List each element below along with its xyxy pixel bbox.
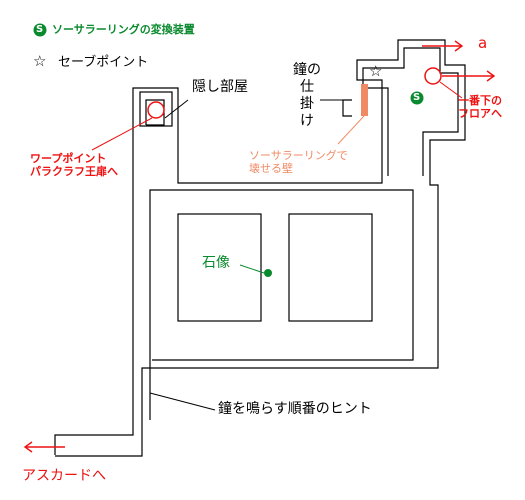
converter-symbol-map: S — [413, 92, 421, 103]
breakable-wall-label: ソーサラーリングで 壊せる壁 — [249, 149, 348, 175]
bell-mechanism-line3: 掛 — [300, 96, 314, 112]
to-ascard-arrowhead — [23, 441, 33, 453]
next-floor-arrowhead — [486, 70, 496, 82]
next-floor-line2: フロアへ — [458, 107, 502, 120]
breakable-wall-line1: ソーサラーリングで — [249, 149, 348, 162]
bell-mechanism-line2: 仕 — [300, 79, 314, 95]
bell-mechanism-label: 鐘の 仕 掛 け — [293, 62, 321, 130]
legend-converter-symbol: S — [36, 24, 44, 35]
bell-hint-label: 鐘を鳴らす順番のヒント — [218, 401, 372, 417]
exit-a-label: a — [478, 34, 488, 52]
bell-mechanism-bracket — [342, 99, 352, 117]
next-floor-leader — [439, 81, 463, 99]
warp-point-label: ワープポイント パラクラフ王扉へ — [30, 152, 118, 178]
legend-converter-label: ソーサラーリングの変換装置 — [52, 23, 195, 36]
next-floor-line1: 一番下の — [458, 94, 502, 107]
statue-label: 石像 — [202, 255, 230, 271]
to-ascard-label: アスカードへ — [22, 468, 106, 484]
legend-savepoint-icon: ☆ — [33, 52, 47, 70]
converter-emblem-map — [410, 91, 424, 105]
exit-a-arrowhead — [454, 40, 464, 52]
next-floor-label: 一番下の フロアへ — [458, 94, 502, 120]
hidden-room-leader — [164, 99, 189, 119]
legend-savepoint-label: セーブポイント — [58, 55, 149, 70]
savepoint-icon-map: ☆ — [369, 62, 383, 80]
bell-hint-leader — [149, 392, 216, 411]
warp-point-line1: ワープポイント — [30, 152, 107, 165]
breakable-wall — [361, 84, 368, 116]
statue-dot — [264, 269, 272, 277]
warp-point-circle — [147, 101, 165, 119]
warp-point-line2: パラクラフ王扉へ — [30, 165, 118, 178]
dungeon-inner-wall — [145, 99, 165, 126]
bell-mechanism-line1: 鐘の — [293, 62, 321, 78]
hidden-room-label: 隠し部屋 — [192, 79, 248, 95]
bell-mechanism-line4: け — [300, 113, 314, 129]
statue-leader — [239, 264, 265, 274]
legend-converter-emblem — [33, 23, 47, 37]
breakable-wall-leader — [337, 115, 365, 145]
warp-point-leader — [91, 117, 153, 151]
corridor-inner-wall — [149, 189, 414, 420]
inner-room-right — [288, 213, 373, 322]
dungeon-outer-wall — [54, 39, 466, 457]
inner-room-left — [177, 213, 262, 322]
breakable-wall-line2: 壊せる壁 — [249, 162, 293, 175]
next-floor-circle — [424, 67, 442, 85]
hidden-room-wall — [139, 91, 173, 127]
